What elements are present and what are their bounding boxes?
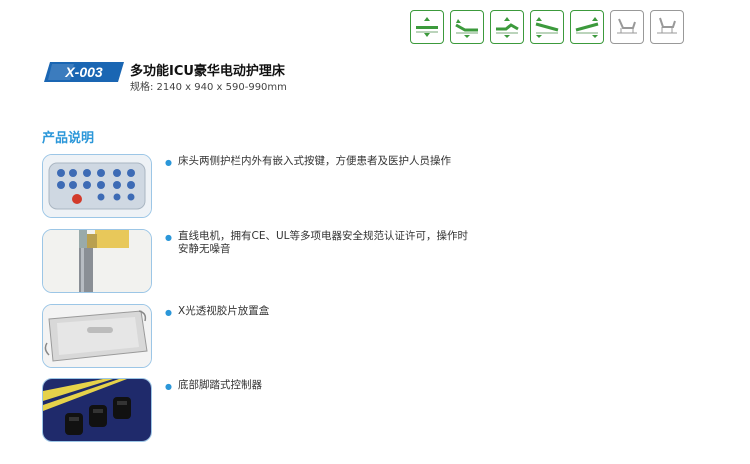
feature-text: 直线电机，拥有CE、UL等多项电器安全规范认证许可，操作时安静无噪音 — [178, 230, 468, 255]
bed-trendelenburg-icon — [530, 10, 564, 44]
feature-image-linear-motor — [42, 229, 152, 293]
feature-text: 底部脚踏式控制器 — [178, 379, 262, 391]
bullet-icon: ● — [165, 233, 172, 242]
model-badge: X-003 — [44, 62, 124, 82]
model-badge-text: X-003 — [64, 64, 103, 80]
product-title: 多功能ICU豪华电动护理床 — [130, 64, 285, 79]
bed-chair-icon — [610, 10, 644, 44]
bed-knee-up-icon — [490, 10, 524, 44]
bed-chair-alt-icon — [650, 10, 684, 44]
feature-image-xray-tray — [42, 304, 152, 368]
bed-back-up-icon — [450, 10, 484, 44]
bullet-icon: ● — [165, 308, 172, 317]
product-spec: 规格: 2140 x 940 x 590-990mm — [130, 82, 287, 93]
feature-image-button-panel — [42, 154, 152, 218]
bed-position-icons — [410, 10, 684, 44]
feature-text: 床头两侧护栏内外有嵌入式按键，方便患者及医护人员操作 — [178, 155, 451, 167]
bed-reverse-trendelenburg-icon — [570, 10, 604, 44]
section-title: 产品说明 — [42, 131, 95, 146]
bullet-icon: ● — [165, 382, 172, 391]
feature-text: X光透视胶片放置盒 — [178, 305, 270, 317]
bed-flat-icon — [410, 10, 444, 44]
feature-image-foot-pedal — [42, 378, 152, 442]
bullet-icon: ● — [165, 158, 172, 167]
